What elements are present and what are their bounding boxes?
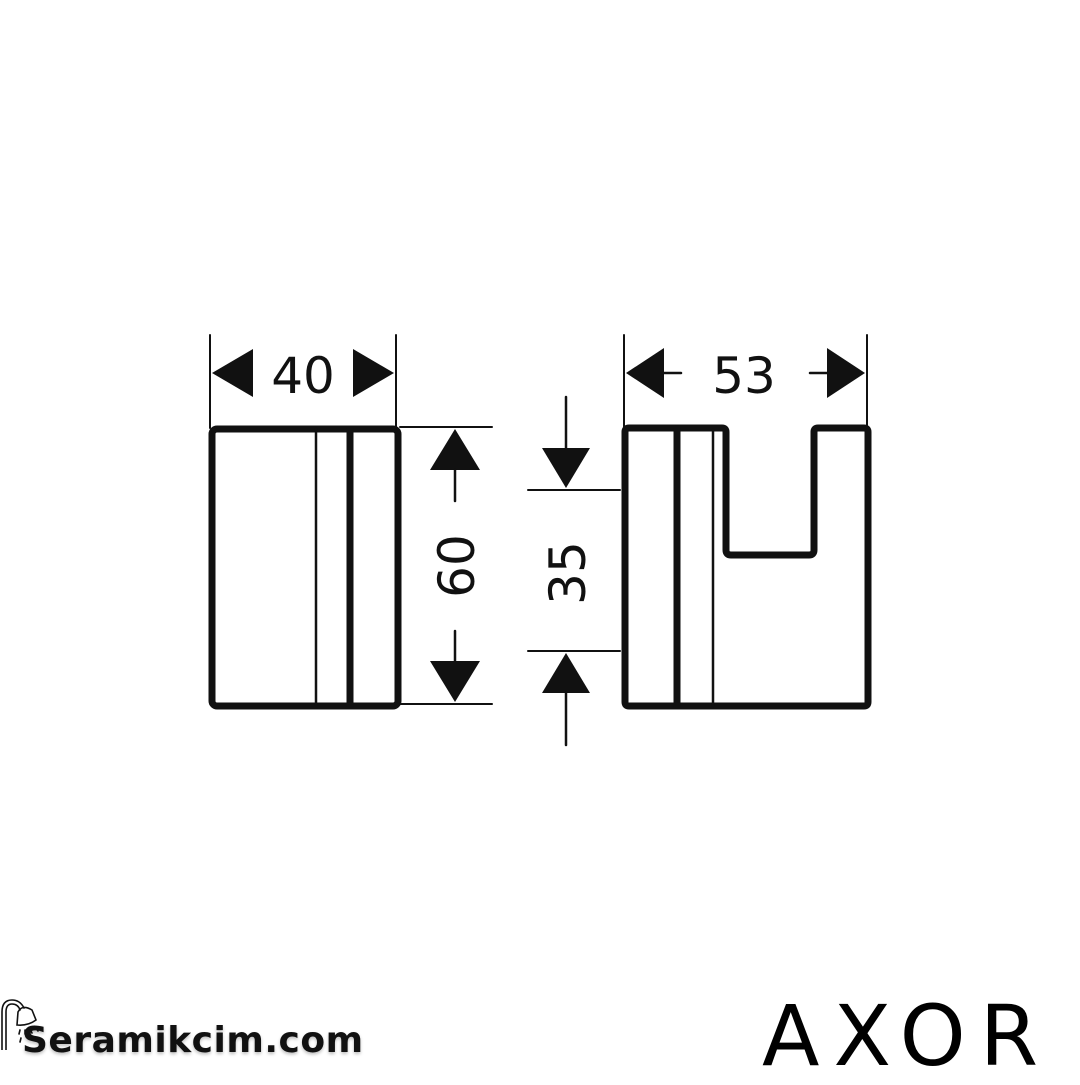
dimension-60 bbox=[399, 426, 493, 705]
arrow-left-icon bbox=[212, 349, 253, 397]
retailer-logo: Seramikcim.com bbox=[0, 990, 400, 1080]
side-view bbox=[621, 424, 872, 710]
dimension-53 bbox=[623, 334, 868, 429]
arrow-up-icon bbox=[542, 653, 590, 693]
dimension-label-35: 35 bbox=[539, 541, 597, 605]
arrow-right-icon bbox=[827, 348, 865, 398]
dimension-label-53: 53 bbox=[712, 347, 776, 405]
brand-logo: AXOR bbox=[762, 994, 1072, 1078]
arrow-up-icon bbox=[430, 429, 480, 470]
arrow-down-icon bbox=[542, 448, 590, 488]
side-view-outline bbox=[621, 424, 872, 710]
dimension-label-40: 40 bbox=[271, 347, 335, 405]
dimension-label-60: 60 bbox=[428, 534, 486, 598]
arrow-down-icon bbox=[430, 661, 480, 702]
front-view bbox=[208, 425, 402, 710]
front-view-outline bbox=[208, 425, 402, 710]
brand-name: AXOR bbox=[762, 987, 1053, 1085]
dimension-40 bbox=[209, 334, 397, 429]
retailer-name: Seramikcim.com bbox=[22, 1020, 364, 1061]
arrow-left-icon bbox=[626, 348, 664, 398]
arrow-right-icon bbox=[353, 349, 394, 397]
dimension-35 bbox=[527, 395, 621, 747]
shower-head-icon bbox=[1, 999, 39, 1050]
